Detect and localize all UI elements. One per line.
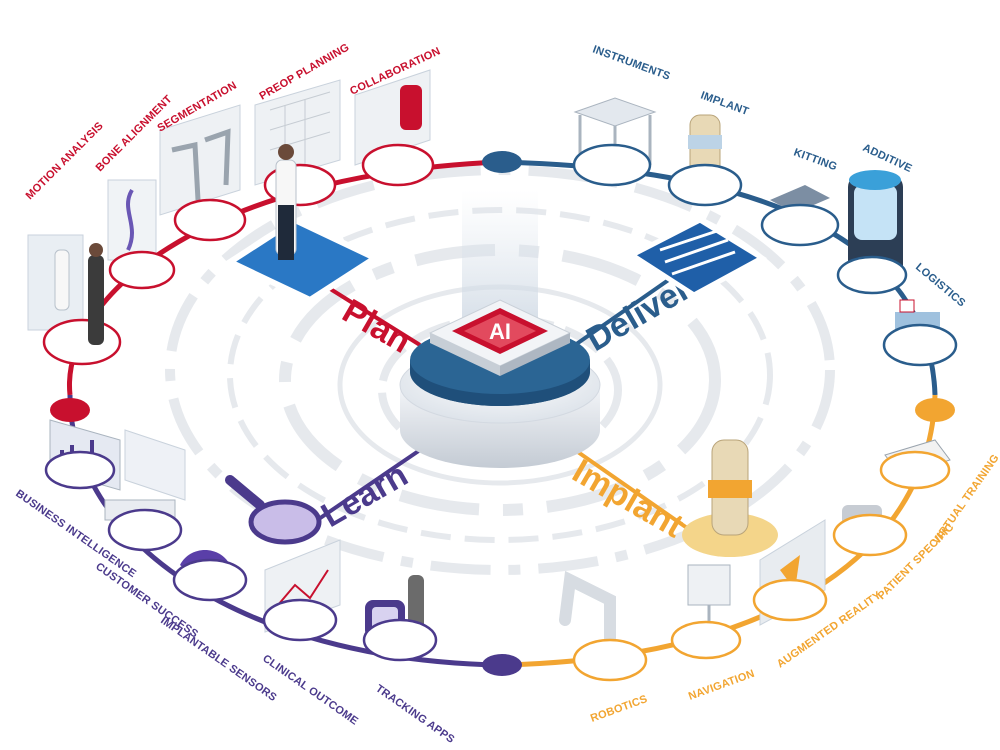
pallet-box-icon (899, 299, 915, 313)
business-intelligence-node (44, 450, 116, 490)
patient-head-icon (89, 243, 103, 257)
deliver-tablet (627, 217, 767, 298)
augmented-reality-node (752, 578, 828, 622)
bottom-junction-dot (482, 654, 522, 676)
robotics-node (572, 638, 648, 682)
instruments-node (572, 143, 652, 187)
label-tracking-apps: TRACKING APPS (373, 683, 456, 746)
ai-chip-label: AI (489, 319, 511, 344)
collaboration-node (361, 143, 435, 187)
clinician-figure (54, 249, 70, 311)
big-knee-implant-metal-icon (708, 480, 752, 498)
spine-icon (126, 188, 134, 251)
tracking-apps-node (362, 618, 438, 662)
patient-specific-node (832, 513, 908, 557)
label-robotics: ROBOTICS (589, 693, 649, 725)
implant-node (667, 163, 743, 207)
navigation-node (670, 620, 742, 660)
3d-printer-window-icon (854, 185, 897, 240)
robot-arm-icon (559, 570, 616, 661)
instrument-table-icon (573, 97, 657, 127)
virtual-training-node (879, 450, 951, 490)
customer-success-panel (124, 429, 186, 501)
outcome-graph-icon (277, 569, 329, 606)
learn-spoke (308, 448, 422, 527)
top-junction-dot (482, 151, 522, 173)
collaborator-figure (400, 85, 422, 130)
label-implantable-sensors: IMPLANTABLE SENSORS (158, 615, 278, 704)
surgeon-head-icon (278, 144, 294, 160)
ai-chip: AI (428, 299, 572, 376)
segmentation-node (173, 198, 247, 242)
right-junction-dot (915, 398, 955, 422)
label-implant: IMPLANT (699, 90, 750, 119)
label-motion-analysis: MOTION ANALYSIS (24, 120, 106, 202)
implantable-sensors-node (172, 558, 248, 602)
surgeon-legs-icon (278, 205, 294, 260)
kitting-node (760, 203, 840, 247)
customer-success-node (107, 508, 183, 552)
preop-planning-panel (254, 79, 341, 186)
label-logistics: LOGISTICS (913, 261, 968, 309)
label-clinical-outcome: CLINICAL OUTCOME (260, 653, 360, 728)
patient-figure (88, 255, 104, 345)
left-junction-dot (50, 398, 90, 422)
additive-node (836, 255, 908, 295)
navigation-cart-icon (687, 564, 731, 606)
label-navigation: NAVIGATION (687, 668, 756, 703)
implant-spoke (573, 448, 692, 532)
learn-title: Learn (315, 456, 414, 535)
clinical-outcome-node (262, 598, 338, 642)
knee-implant-metal-icon (688, 135, 722, 149)
bone-scan-icon (171, 128, 231, 201)
bone-alignment-node (108, 250, 176, 290)
motion-analysis-node (42, 318, 122, 366)
magnifier-handle-icon (225, 475, 265, 510)
logistics-node (882, 323, 958, 367)
deliver-labels: INSTRUMENTS IMPLANT KITTING ADDITIVE LOG… (591, 44, 968, 310)
plan-node-group (27, 69, 435, 366)
label-instruments: INSTRUMENTS (591, 44, 672, 83)
grid-icon (269, 91, 331, 170)
deliver-node-group (572, 97, 958, 367)
label-kitting: KITTING (792, 147, 839, 174)
instrument-tray-icon (659, 228, 736, 276)
learn-node-group (44, 419, 438, 662)
implant-node-group (559, 439, 951, 682)
magnifier-icon (248, 499, 322, 545)
3d-printer-top-icon (849, 170, 901, 190)
planning-tablet (223, 216, 382, 304)
label-additive: ADDITIVE (861, 142, 914, 175)
